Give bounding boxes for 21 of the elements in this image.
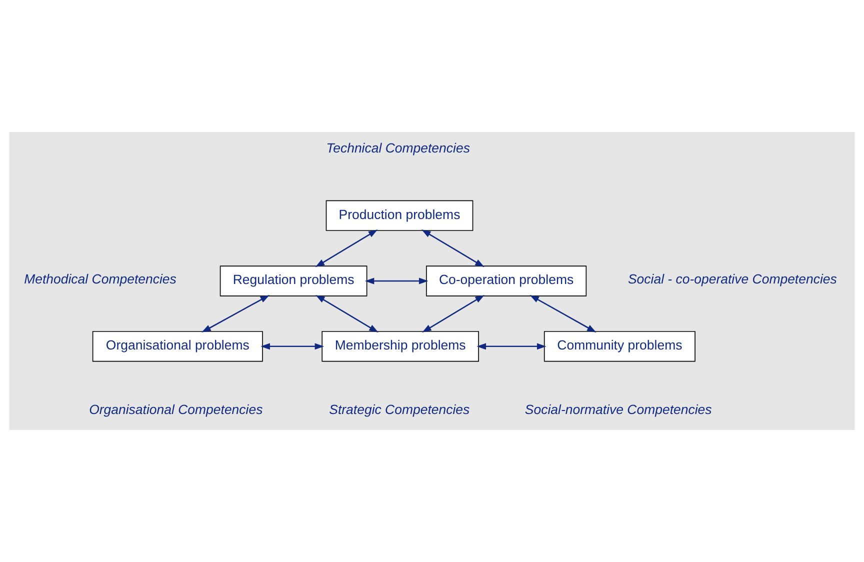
node-box: Regulation problems <box>220 266 368 296</box>
node-box: Organisational problems <box>92 331 263 362</box>
node-box: Production problems <box>326 200 474 231</box>
arrow <box>260 343 324 350</box>
label: Technical Competencies <box>326 140 470 156</box>
arrow <box>476 343 546 350</box>
arrow <box>315 230 378 268</box>
node-box: Co-operation problems <box>426 266 587 296</box>
arrow <box>202 295 270 332</box>
label: Organisational Competencies <box>89 402 263 418</box>
label: Methodical Competencies <box>24 271 176 286</box>
node-box: Membership problems <box>322 331 479 362</box>
arrow <box>316 294 378 332</box>
arrow <box>364 278 428 284</box>
label: Social-normative Competencies <box>524 402 712 418</box>
arrow <box>422 294 484 332</box>
label: Strategic Competencies <box>329 402 470 418</box>
arrow <box>530 295 596 332</box>
arrow <box>421 230 484 268</box>
node-box: Community problems <box>544 331 696 362</box>
label: Social - co-operative Competencies <box>628 271 837 286</box>
